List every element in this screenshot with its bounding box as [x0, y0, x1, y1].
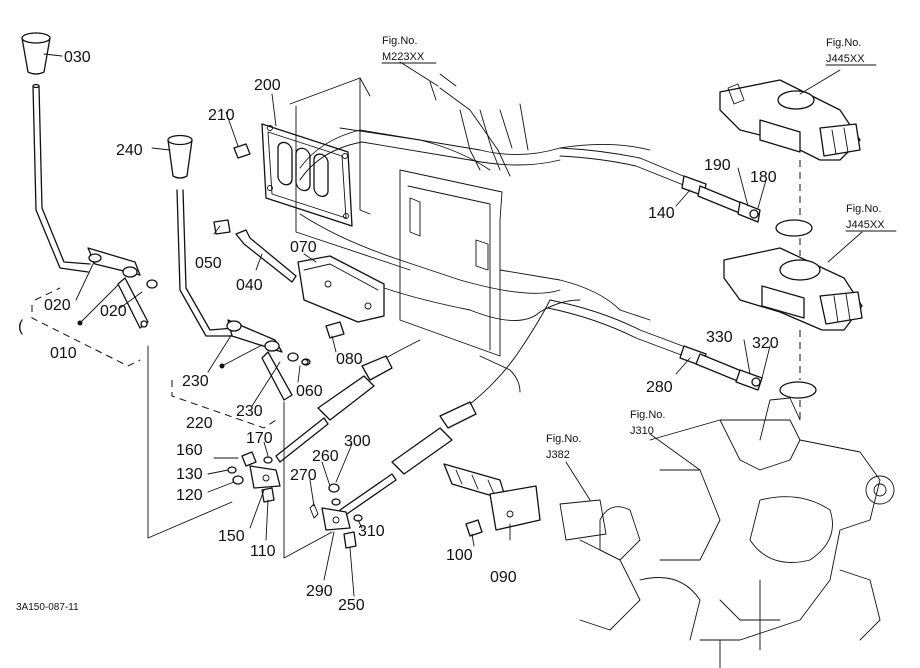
label-270: 270: [290, 467, 317, 484]
bracket-assembly: [213, 123, 385, 366]
label-230-a: 230: [182, 373, 209, 390]
label-080: 080: [336, 351, 363, 368]
label-090: 090: [490, 569, 517, 586]
lever-assembly-010: [21, 32, 158, 367]
transmission-housing: [559, 397, 895, 668]
label-220: 220: [186, 415, 213, 432]
label-130: 130: [176, 466, 203, 483]
label-160: 160: [176, 442, 203, 459]
label-010-marker: (: [18, 318, 24, 335]
label-310: 310: [358, 523, 385, 540]
label-030: 030: [64, 49, 91, 66]
label-300: 300: [344, 433, 371, 450]
fig-j445-upper-code: J445XX: [826, 53, 865, 65]
fig-m223-title: Fig.No.: [382, 35, 417, 47]
label-020-b: 020: [100, 303, 127, 320]
fig-j445-lower-title: Fig.No.: [846, 203, 881, 215]
label-150: 150: [218, 528, 245, 545]
fig-j445-lower-code: J445XX: [846, 219, 885, 231]
fig-j310-code: J310: [630, 425, 654, 437]
fig-m223-code: M223XX: [382, 51, 425, 63]
label-010: 010: [50, 345, 77, 362]
frame-housing: [289, 73, 651, 393]
label-170: 170: [246, 430, 273, 447]
label-020-a: 020: [44, 297, 71, 314]
lower-cable-280: [547, 299, 763, 391]
label-120: 120: [176, 487, 203, 504]
lever-assembly-220: [167, 134, 311, 429]
fig-j382-title: Fig.No.: [546, 433, 581, 445]
seal-ring-lower: [779, 381, 817, 399]
label-140: 140: [648, 205, 675, 222]
label-100: 100: [446, 547, 473, 564]
label-260: 260: [312, 448, 339, 465]
label-230-b: 230: [236, 403, 263, 420]
leader-lines: [43, 53, 863, 597]
label-060: 060: [296, 383, 323, 400]
cable-rods-lower: [275, 299, 551, 517]
label-250: 250: [338, 597, 365, 614]
label-190: 190: [704, 157, 731, 174]
label-180: 180: [750, 169, 777, 186]
upper-cable-140: [559, 147, 761, 223]
fig-j382-code: J382: [546, 449, 570, 461]
label-210: 210: [208, 107, 235, 124]
control-valve-lower: [723, 247, 863, 331]
label-330: 330: [706, 329, 733, 346]
label-110: 110: [250, 543, 276, 560]
label-290: 290: [306, 583, 333, 600]
label-240: 240: [116, 142, 143, 159]
fig-j445-upper-title: Fig.No.: [826, 37, 861, 49]
label-320: 320: [752, 335, 779, 352]
label-040: 040: [236, 277, 263, 294]
small-hardware: [227, 451, 363, 549]
control-valve-upper: [719, 79, 861, 161]
label-200: 200: [254, 77, 281, 94]
cable-bracket-090: [443, 463, 541, 537]
label-050: 050: [195, 255, 222, 272]
seal-ring-upper: [775, 219, 813, 237]
fig-j310-title: Fig.No.: [630, 409, 665, 421]
drawing-code: 3A150-087-11: [16, 602, 79, 613]
label-070: 070: [290, 239, 317, 256]
label-280: 280: [646, 379, 673, 396]
